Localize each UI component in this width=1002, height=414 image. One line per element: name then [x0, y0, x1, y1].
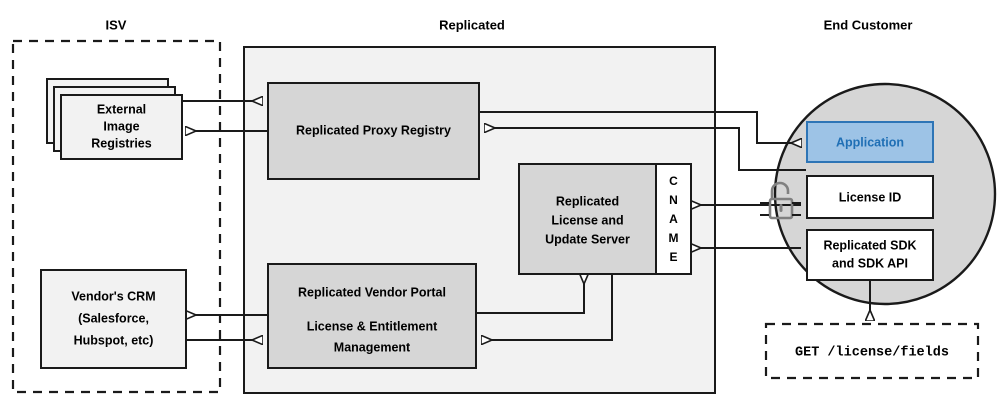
replicated-sdk-box	[806, 229, 934, 281]
node-replicated-vendor-portal[interactable]: Replicated Vendor Portal License & Entit…	[267, 263, 477, 369]
section-label-end-customer: End Customer	[824, 17, 913, 32]
license-update-server-box	[518, 163, 657, 275]
sdk-line-1: Replicated SDK	[823, 238, 916, 252]
vendor-portal-line-2: License & Entitlement	[307, 319, 438, 333]
node-external-image-registries[interactable]: External Image Registries	[46, 78, 183, 160]
node-application[interactable]: Application	[806, 121, 934, 163]
license-server-line-2: License and	[551, 213, 623, 227]
node-replicated-sdk[interactable]: Replicated SDK and SDK API	[806, 229, 934, 281]
crm-line-2: (Salesforce,	[78, 311, 149, 325]
license-id-box	[806, 175, 934, 219]
node-cname-tab[interactable]: C N A M E	[655, 163, 692, 275]
sdk-line-2: and SDK API	[832, 256, 908, 270]
crm-line-3: Hubspot, etc)	[74, 333, 154, 347]
node-replicated-proxy-registry[interactable]: Replicated Proxy Registry	[267, 82, 480, 180]
unlock-icon	[760, 181, 801, 220]
proxy-registry-label: Replicated Proxy Registry	[296, 123, 451, 137]
cname-letter-a: A	[669, 212, 678, 226]
vendor-portal-line-3: Management	[334, 340, 411, 354]
connection-application-to-proxy	[485, 128, 806, 171]
node-vendors-crm[interactable]: Vendor's CRM (Salesforce, Hubspot, etc)	[40, 269, 187, 369]
cname-letter-c: C	[669, 174, 678, 188]
api-call-box	[764, 322, 980, 380]
cname-box	[655, 163, 692, 275]
registry-stack-front	[60, 94, 183, 160]
crm-line-1: Vendor's CRM	[71, 289, 155, 303]
node-replicated-license-update-server[interactable]: Replicated License and Update Server	[518, 163, 657, 275]
connection-layer	[180, 101, 870, 340]
cname-letter-e: E	[669, 250, 677, 264]
api-call-label: GET /license/fields	[795, 346, 949, 361]
license-server-line-3: Update Server	[545, 232, 630, 246]
connection-vendorportal-to-licenseserver	[476, 274, 584, 314]
crm-box	[40, 269, 187, 369]
registries-line-3: Registries	[91, 136, 151, 150]
node-license-id[interactable]: License ID	[806, 175, 934, 219]
vendor-portal-line-1: Replicated Vendor Portal	[298, 285, 446, 299]
vendor-portal-box	[267, 263, 477, 369]
connection-proxy-to-application	[479, 111, 801, 143]
node-api-call[interactable]: GET /license/fields	[764, 322, 980, 380]
application-label: Application	[836, 135, 904, 149]
cname-letter-n: N	[669, 193, 678, 207]
license-id-label: License ID	[839, 190, 902, 204]
connection-licenseserver-to-vendorportal	[482, 270, 613, 340]
section-label-isv: ISV	[106, 17, 127, 32]
isv-boundary	[11, 39, 222, 394]
application-box	[806, 121, 934, 163]
registries-line-1: External	[97, 102, 146, 116]
registries-line-2: Image	[103, 119, 139, 133]
section-label-replicated: Replicated	[439, 17, 505, 32]
proxy-registry-box	[267, 82, 480, 180]
cname-letter-m: M	[669, 231, 679, 245]
license-server-line-1: Replicated	[556, 194, 619, 208]
